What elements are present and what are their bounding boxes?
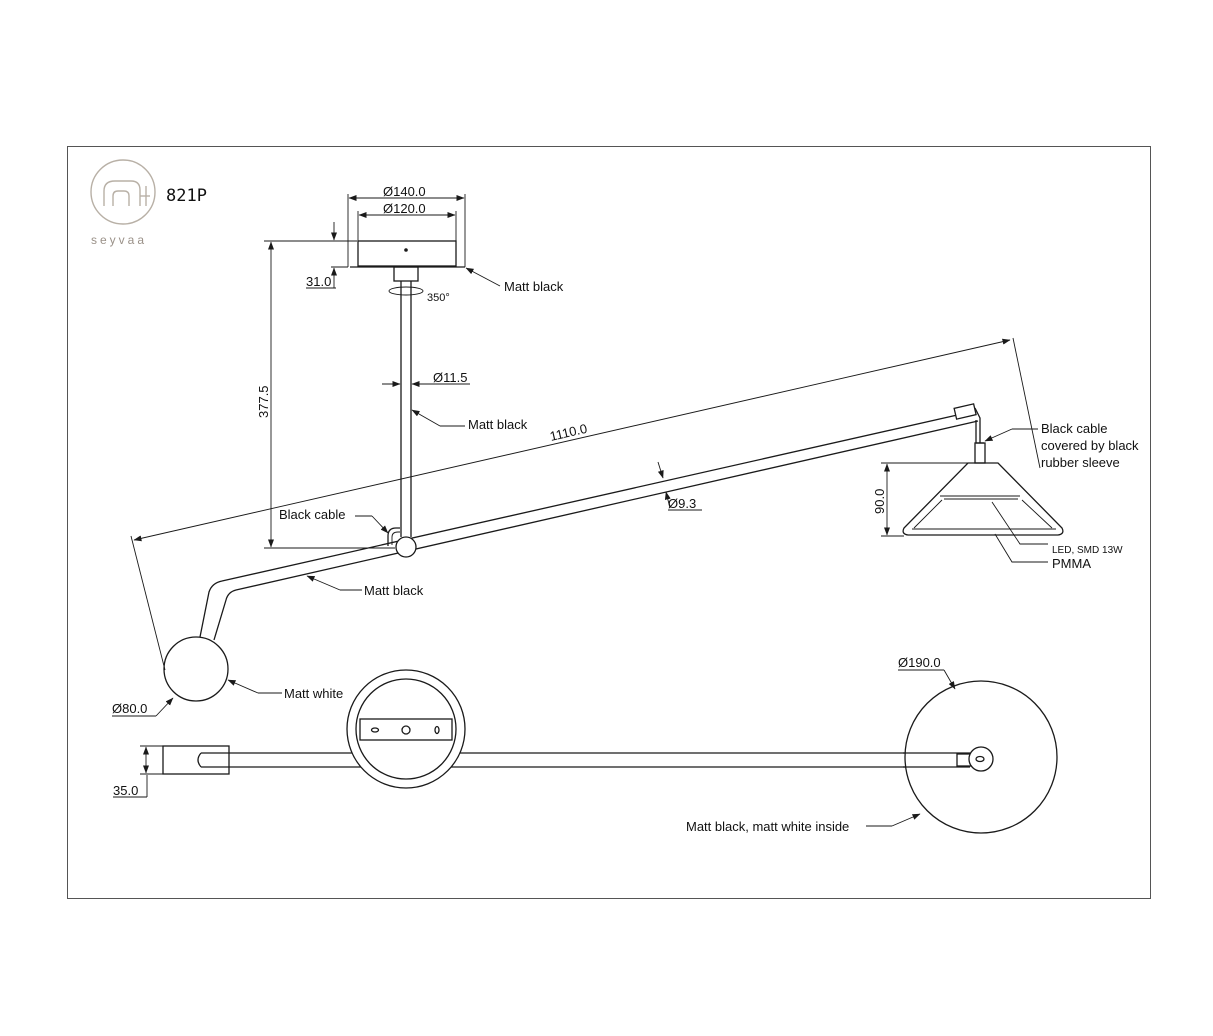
- top-view: [162, 669, 1058, 834]
- suspension-rod: [400, 281, 412, 537]
- drop-height: 377.5: [256, 385, 271, 418]
- shade-diameter: Ø190.0: [898, 655, 941, 670]
- rotation-arrow-icon: [388, 286, 424, 296]
- brand-logo: [90, 159, 156, 225]
- ceiling-canopy: [350, 240, 465, 282]
- counterweight: [163, 636, 229, 702]
- bar-height: 35.0: [113, 783, 138, 798]
- canopy-height: 31.0: [306, 274, 331, 289]
- arm-finish-label: Matt black: [364, 583, 424, 598]
- pmma-label: PMMA: [1052, 556, 1091, 571]
- brand-name: seyvaa: [91, 233, 147, 247]
- sleeve-label-line3: rubber sleeve: [1041, 455, 1120, 470]
- rod-finish-label: Matt black: [468, 417, 528, 432]
- lamp-shade-side: [902, 442, 1064, 536]
- canopy-outer-diameter: Ø140.0: [383, 184, 426, 199]
- counterweight-finish-label: Matt white: [284, 686, 343, 701]
- counterweight-diameter: Ø80.0: [112, 701, 147, 716]
- cable-label: Black cable: [279, 507, 345, 522]
- canopy-inner-diameter: Ø120.0: [383, 201, 426, 216]
- rotation-angle: 350°: [427, 292, 450, 304]
- rod-diameter: Ø11.5: [433, 370, 467, 385]
- arm-diameter: Ø9.3: [668, 496, 696, 511]
- canopy-finish-label: Matt black: [504, 279, 564, 294]
- drawing-frame: [67, 146, 1151, 899]
- sleeve-label-line1: Black cable: [1041, 421, 1107, 436]
- sleeve-label-line2: covered by black: [1041, 438, 1139, 453]
- shade-finish-label: Matt black, matt white inside: [686, 819, 849, 834]
- model-number: 821P: [166, 186, 207, 206]
- led-label: LED, SMD 13W: [1052, 545, 1123, 556]
- shade-height: 90.0: [872, 489, 887, 514]
